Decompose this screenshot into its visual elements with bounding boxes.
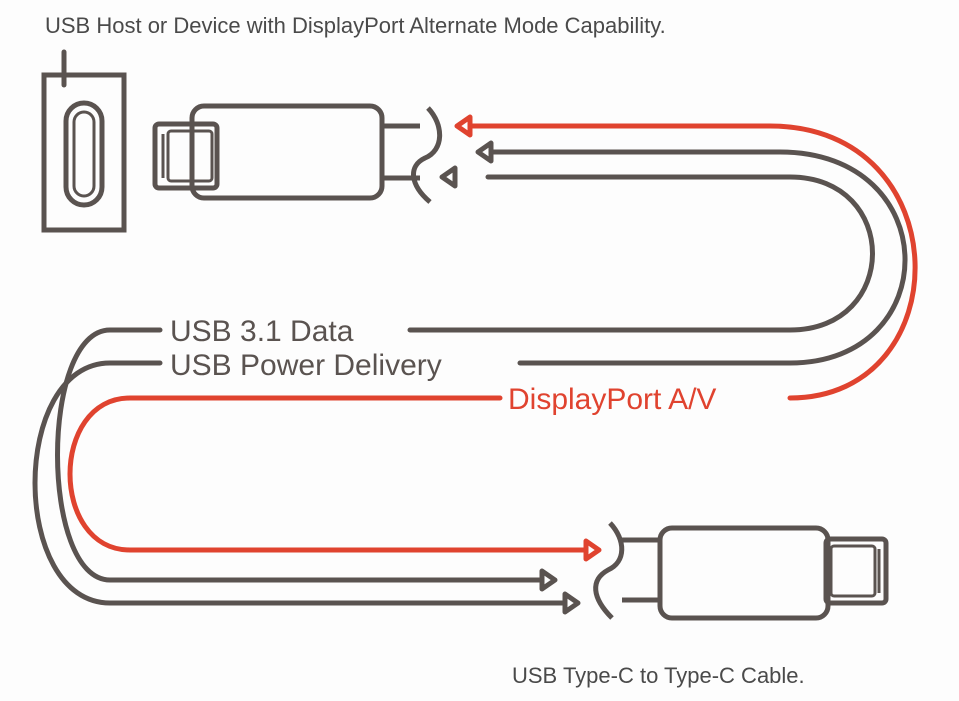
power-arrow-right: [562, 591, 581, 615]
diagram-title: USB Host or Device with DisplayPort Alte…: [45, 13, 666, 38]
power-delivery-label: USB Power Delivery: [170, 349, 442, 382]
bottom-cable-connector: [593, 521, 889, 621]
cable-arrowheads: [539, 538, 602, 615]
displayport-path: [67, 123, 918, 553]
cable-caption: USB Type-C to Type-C Cable.: [512, 663, 805, 688]
displayport-arrow-left: [454, 114, 473, 138]
power-arrow-left: [475, 140, 494, 164]
data-arrow-left: [439, 165, 458, 189]
displayport-label: DisplayPort A/V: [508, 383, 716, 416]
usb-data-path: [55, 174, 875, 583]
usb-data-label: USB 3.1 Data: [170, 315, 354, 348]
host-arrowheads: [439, 114, 494, 189]
host-port-device: [41, 49, 127, 233]
power-delivery-path: [32, 149, 908, 606]
displayport-arrow-right: [583, 538, 602, 562]
top-cable-connector: [152, 103, 443, 204]
data-arrow-right: [539, 568, 558, 592]
